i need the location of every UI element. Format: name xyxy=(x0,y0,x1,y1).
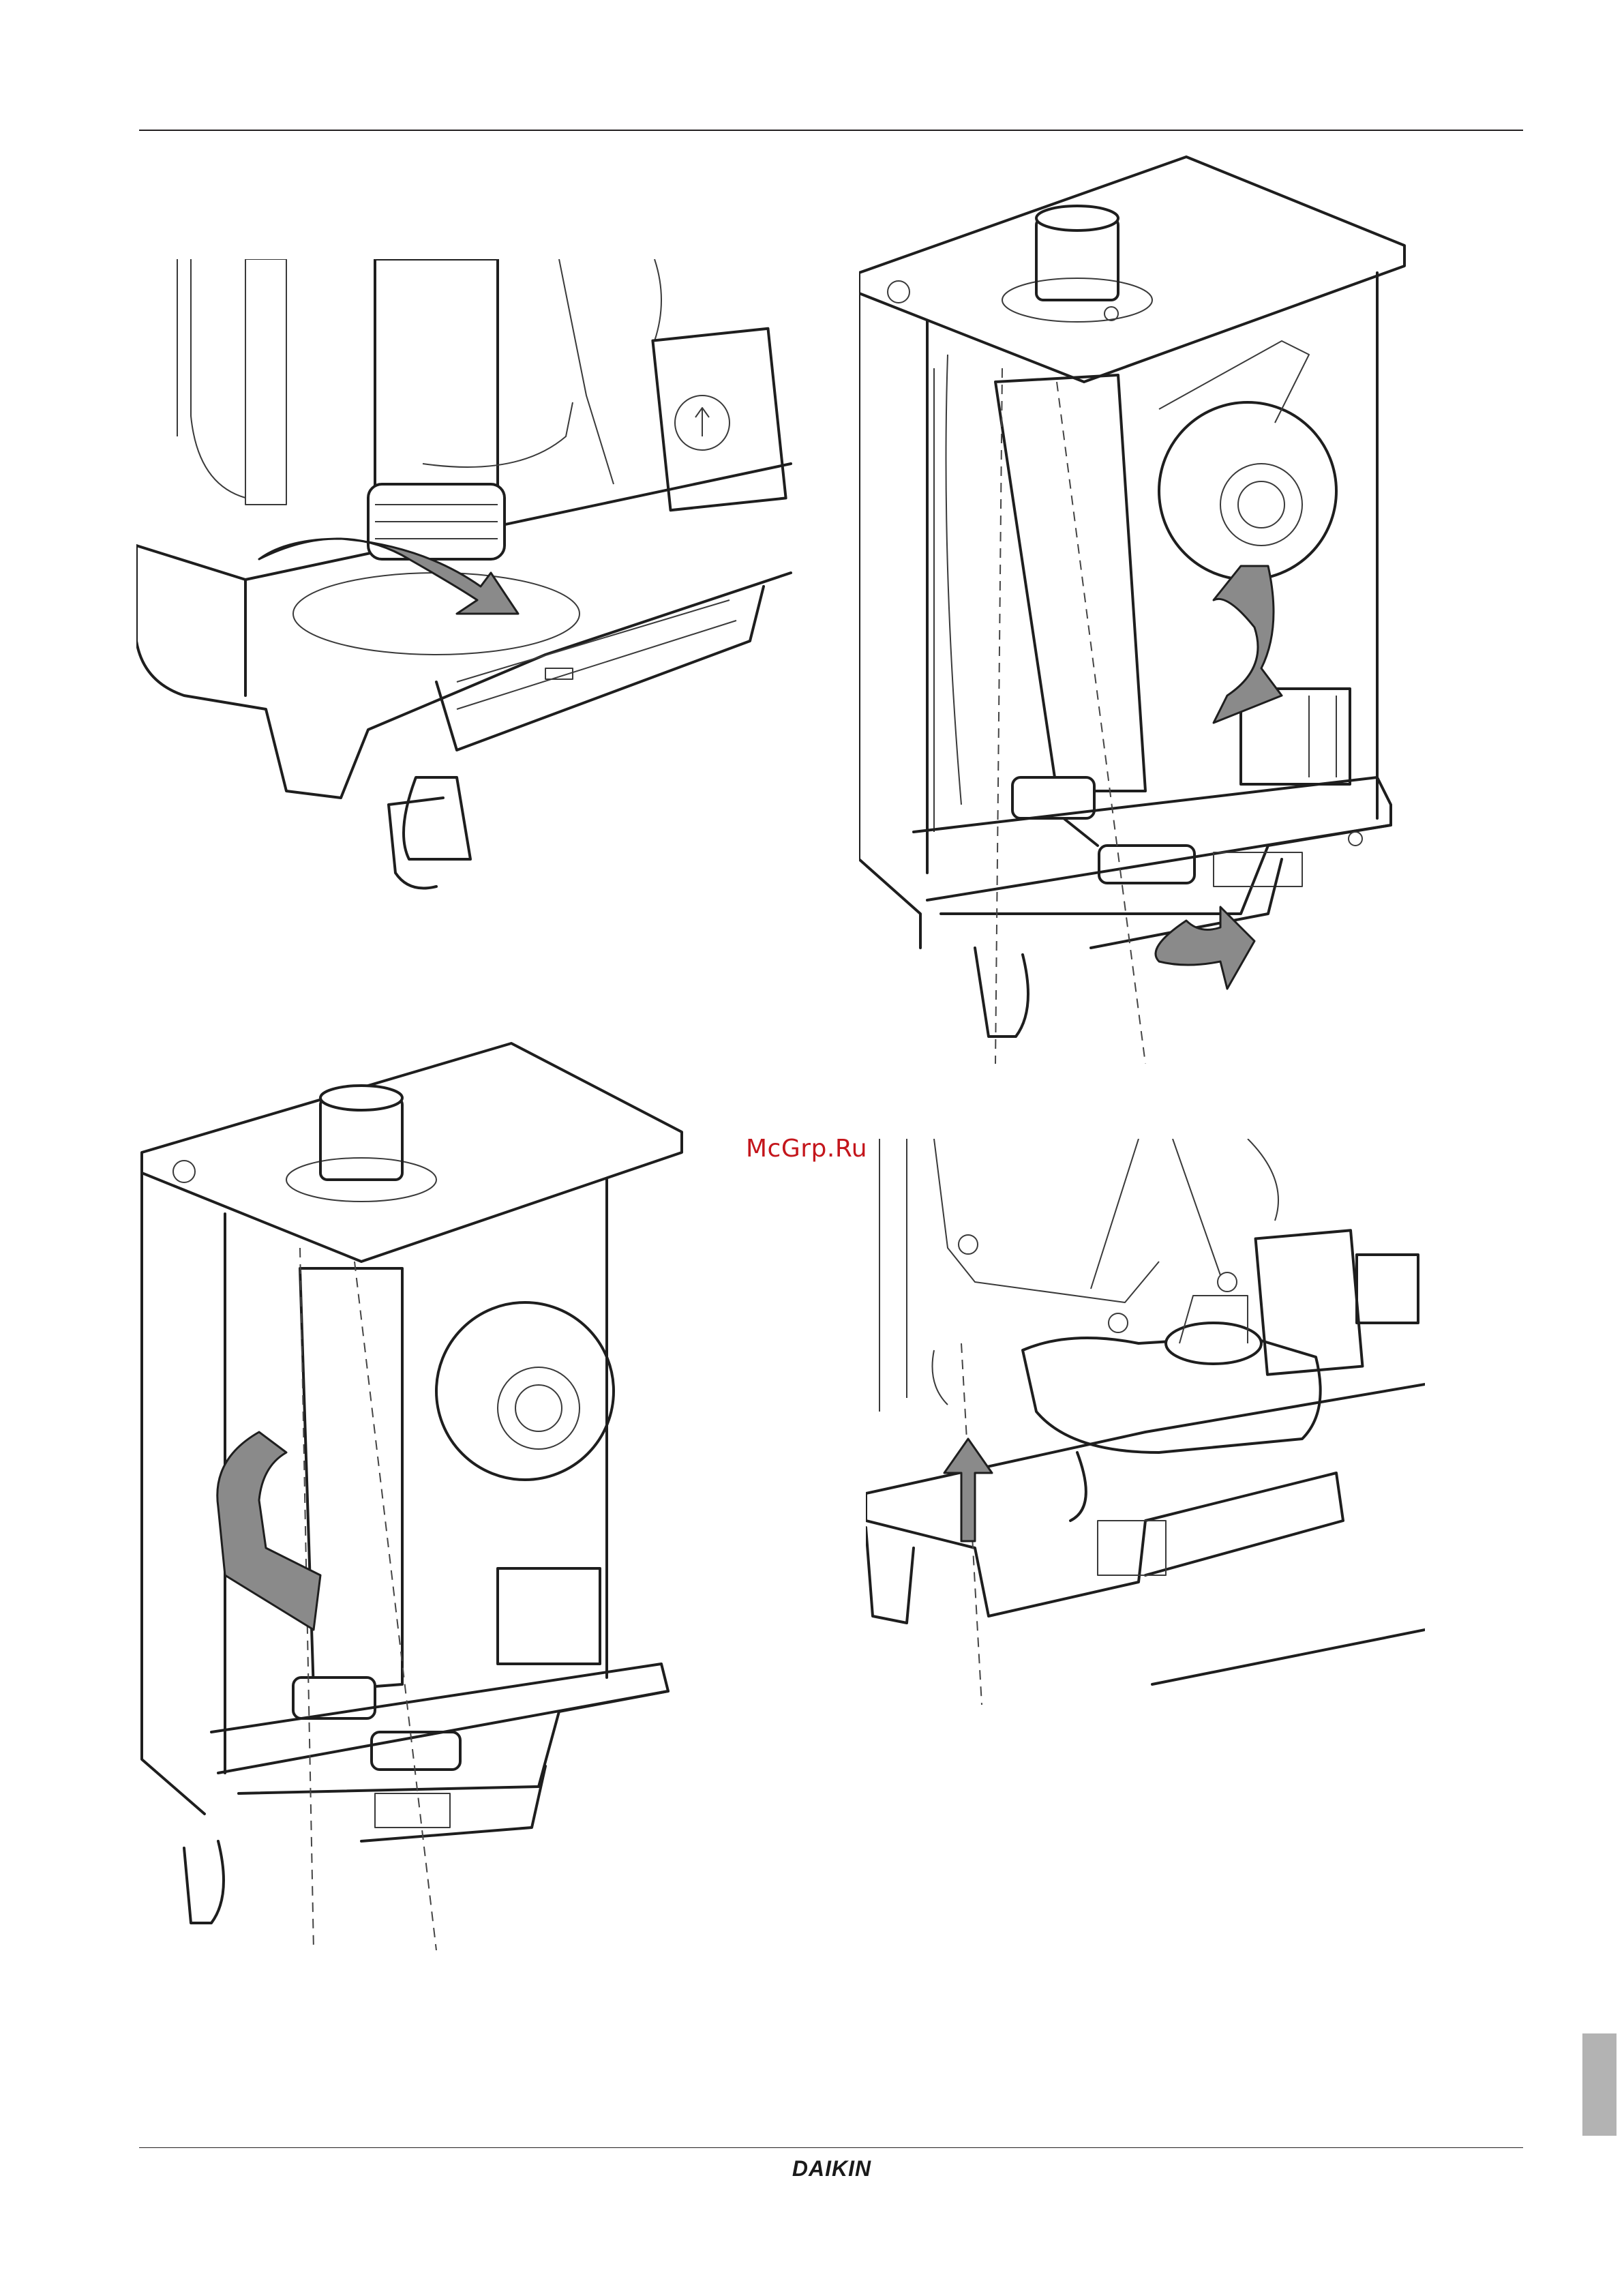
illustration-move-pipe xyxy=(136,1030,695,1950)
header-rule xyxy=(139,130,1523,131)
illustration-loosen-coupling xyxy=(859,150,1432,1064)
logo-text: DAIKIN xyxy=(792,2156,871,2181)
watermark-text: McGrp.Ru xyxy=(746,1135,867,1163)
side-tab xyxy=(1582,2033,1617,2136)
illustration-lift-siphon xyxy=(866,1139,1425,1705)
footer-rule xyxy=(139,2147,1523,2148)
illustration-unscrew-nut xyxy=(136,259,798,934)
daikin-logo: DAIKIN xyxy=(770,2155,893,2182)
